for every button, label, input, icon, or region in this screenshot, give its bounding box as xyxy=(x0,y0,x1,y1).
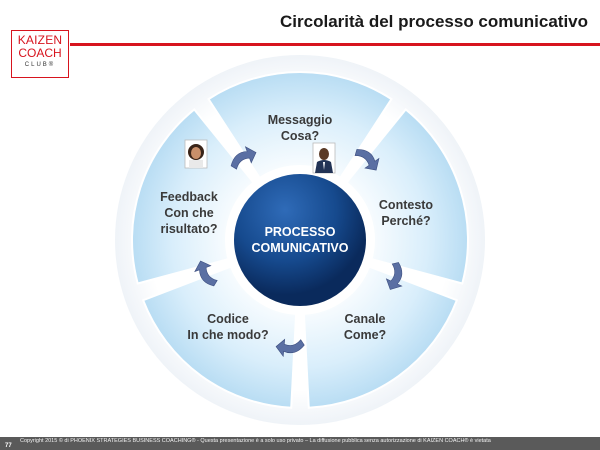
cycle-arrow-icon xyxy=(354,149,380,171)
ring-segment-canale xyxy=(302,265,459,409)
segment-codice-line-2: In che modo? xyxy=(187,328,268,342)
title-rule xyxy=(70,43,600,46)
cycle-arrow-icon xyxy=(230,146,257,170)
segment-messaggio-line-2: Cosa? xyxy=(281,129,319,143)
cycle-arrow-icon xyxy=(275,338,305,358)
page-number: 77 xyxy=(5,443,12,449)
segment-messaggio-line-1: Messaggio xyxy=(268,113,333,127)
cycle-arrow-icon xyxy=(385,262,403,290)
logo-line-3: CLUB® xyxy=(24,62,56,68)
ring-segment-contesto xyxy=(345,108,469,285)
center-label-line-1: PROCESSO xyxy=(265,225,336,239)
footer-copyright: Copyright 2015 © di PHOENIX STRATEGIES B… xyxy=(20,438,491,444)
segment-feedback-line-1: Feedback xyxy=(160,190,218,204)
logo-line-1: KAIZEN xyxy=(17,33,63,47)
ring-segment-codice xyxy=(141,265,298,409)
logo-line-2: COACH xyxy=(18,46,62,60)
segment-feedback-line-3: risultato? xyxy=(161,222,218,236)
page-title: Circolarità del processo comunicativo xyxy=(280,12,588,31)
center-circle xyxy=(230,170,370,310)
segment-canale-line-1: Canale xyxy=(345,312,386,326)
person-woman-photo-icon xyxy=(184,139,208,169)
kaizen-coach-logo: KAIZEN COACH CLUB® xyxy=(11,30,69,78)
center-label-line-2: COMUNICATIVO xyxy=(252,241,349,255)
segment-feedback-line-2: Con che xyxy=(164,206,213,220)
footer-bar: Copyright 2015 © di PHOENIX STRATEGIES B… xyxy=(0,437,600,450)
segment-canale-line-2: Come? xyxy=(344,328,386,342)
segment-codice-line-1: Codice xyxy=(207,312,249,326)
cycle-arrow-icon xyxy=(194,260,218,287)
segment-contesto-line-1: Contesto xyxy=(379,198,434,212)
person-man-photo-icon xyxy=(312,142,336,174)
segment-contesto-line-2: Perché? xyxy=(381,214,430,228)
ring-segment-feedback xyxy=(131,108,255,285)
